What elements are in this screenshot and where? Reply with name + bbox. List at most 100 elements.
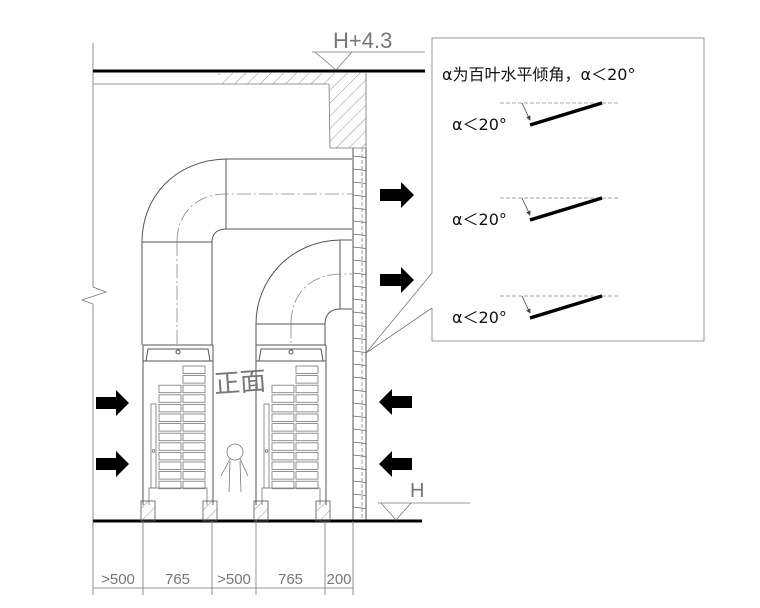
louver-blade [352,389,367,392]
louver-blade [352,285,367,288]
elevation-bottom-label: H [410,480,424,502]
arrow-inflow-left-2 [96,451,129,477]
louver-blade-symbol [529,196,603,222]
louver-blade [352,298,367,301]
grille-slot [271,432,295,442]
grille-slot [295,432,319,442]
louver-blade [352,493,367,496]
slab-hatch [218,72,330,84]
grille-slot [158,471,182,480]
louver-blade [352,376,367,379]
louver-blade [352,350,367,353]
grille-slot [182,432,206,442]
grille-slot [271,403,295,413]
person-figure [220,443,249,493]
grille-slot [182,375,206,384]
grille-slot [271,384,295,394]
note-title: α为百叶水平倾角，α＜20° [442,65,635,84]
dimension-label: 765 [278,571,303,588]
grille-slot [158,451,182,461]
top-slab [93,69,425,149]
grille-slot [271,413,295,422]
grille-slot [158,423,182,432]
grille-slot [182,403,206,413]
louver-blade [352,194,367,197]
unit-foot [202,500,218,522]
louver-blade [352,246,367,249]
left-boundary [80,43,108,525]
louver-blade [352,168,367,171]
louver-blade [352,272,367,275]
louver-detail: α＜20° [452,101,620,134]
louver-blade [352,181,367,184]
service-panel [150,403,157,489]
grille-slot [295,413,319,422]
louver-blade [352,415,367,418]
arrow-inflow-left-1 [96,390,129,416]
grille-slot [271,480,295,490]
grille-slot [295,423,319,432]
grille-slot [295,375,319,384]
arrow-outflow-right-1 [380,182,414,208]
louver-blade [352,467,367,470]
duct-elbow-2 [255,239,352,345]
grille-slot [158,403,182,413]
arrow-inflow-right-1 [379,389,412,415]
grille-slot [295,365,319,374]
louver-blade [352,441,367,444]
angle-arrow [521,102,531,121]
grille-slot [295,384,319,394]
grille-slot [158,413,182,422]
louver-blade [352,259,367,262]
louver-blade-symbol [529,294,603,320]
louver-blade [352,337,367,340]
louver-wall [352,148,367,522]
louver-blade [352,207,367,210]
unit-foot [253,500,269,522]
grille-slot [158,480,182,490]
callout-leader [365,272,433,354]
grille-slot [158,461,182,470]
louver-detail: α＜20° [452,196,620,229]
angle-arrow [521,295,531,314]
louver-blade [352,428,367,431]
louver-blade [352,402,367,405]
grille-slot [271,442,295,451]
grille-slot [182,413,206,422]
louver-blade [352,324,367,327]
grille-slot [271,461,295,470]
dimension-label: >500 [217,571,251,588]
arrow-inflow-right-2 [379,451,412,477]
grille-slot [182,461,206,470]
grille-slot [295,394,319,403]
louver-angle-label: α＜20° [452,210,507,229]
grille-slot [182,442,206,451]
grille-slot [182,451,206,461]
grille-slot [158,394,182,403]
louver-blade [352,155,367,158]
grille-slot [295,471,319,480]
grille-slot [295,461,319,470]
grille-slot [158,384,182,394]
airflow-arrows [96,182,414,477]
unit-foot [315,500,331,522]
elevation-top-label: H+4.3 [333,28,392,53]
grille-slot [158,432,182,442]
duct-elbow-1 [141,158,352,345]
louver-angle-label: α＜20° [452,115,507,134]
dimension-label: >500 [101,571,135,588]
louver-note-box: α为百叶水平倾角，α＜20° α＜20°α＜20°α＜20° [431,37,705,342]
grille-slot [182,365,206,374]
grille-slot [295,442,319,451]
fan-icon [175,349,181,355]
grille-slot [295,451,319,461]
angle-arrow [521,197,531,216]
louver-blade [352,454,367,457]
grille-slot [271,471,295,480]
beam-hatch [330,72,366,148]
front-label: 正面 [213,366,267,400]
grille-slot [158,442,182,451]
ac-unit-1 [140,344,218,522]
arrow-outflow-right-2 [380,267,414,293]
